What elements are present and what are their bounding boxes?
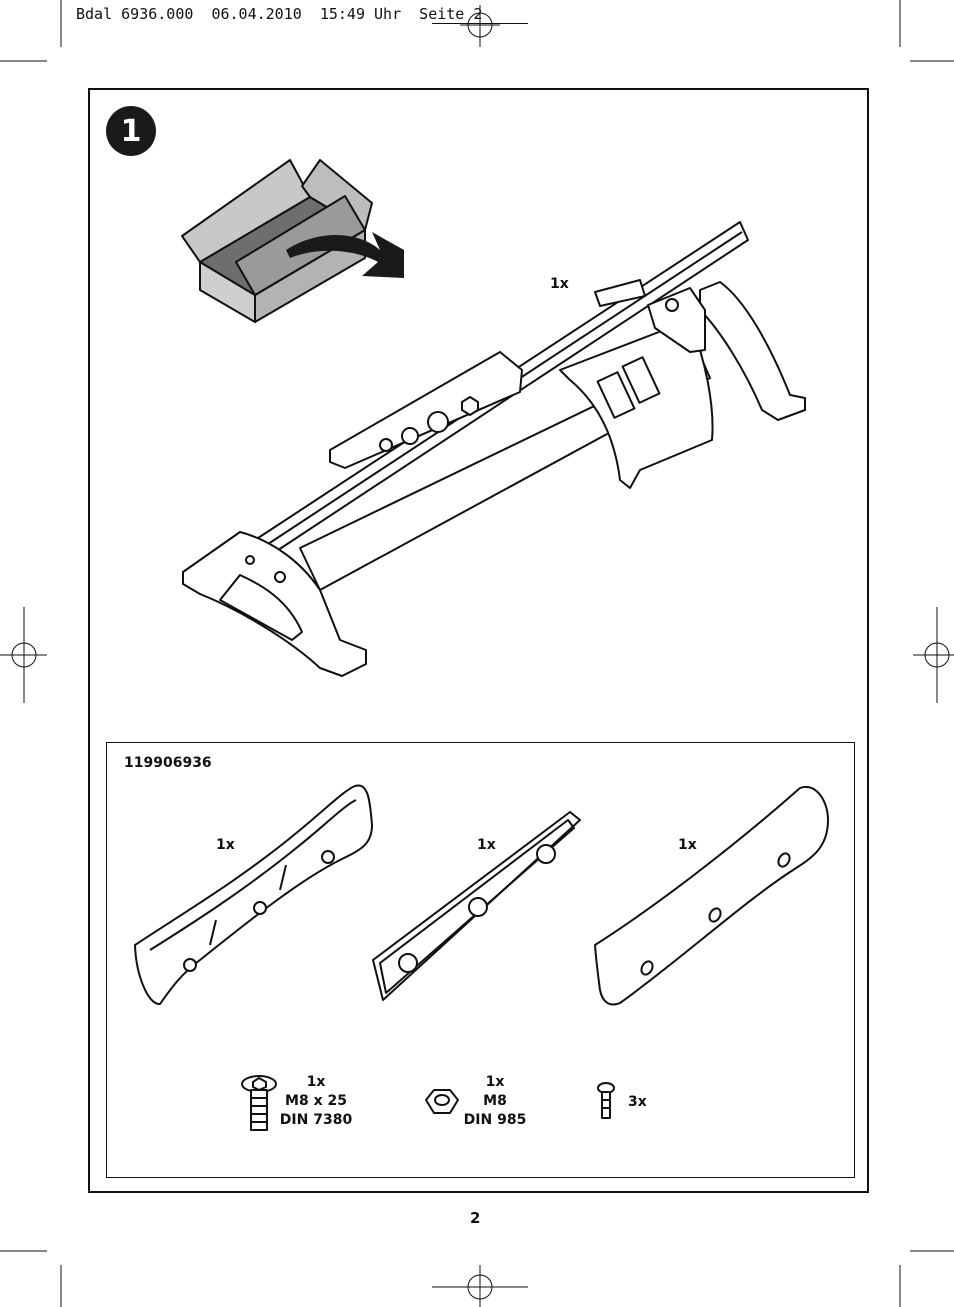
nut-spec: 1x M8 DIN 985 [458,1073,532,1130]
page-number: 2 [470,1209,481,1227]
part-qty-grip-cover: 1x [678,837,697,853]
nut-qty: 1x [485,1074,505,1090]
stand-assembly-illustration [182,221,806,677]
bolt-size: M8 x 25 [285,1093,347,1109]
part-qty-left-handle: 1x [216,837,235,853]
bolt-qty: 1x [306,1074,326,1090]
assembly-qty-label: 1x [550,276,569,292]
step-frame [88,88,869,1193]
nut-icon [425,1089,459,1114]
print-header: Bdal 6936.000 06.04.2010 15:49 Uhr Seite… [76,5,483,23]
bolt-icon [241,1075,277,1131]
bolt-standard: DIN 7380 [279,1112,353,1128]
step-number-badge: 1 [106,106,156,156]
left-handle-part [134,784,373,1005]
nut-standard: DIN 985 [463,1112,527,1128]
small-screw-icon [597,1082,615,1119]
parts-list-box [106,742,855,1178]
small-screw-qty: 3x [628,1094,647,1110]
bolt-spec: 1x M8 x 25 DIN 7380 [276,1073,356,1130]
arrow-icon [286,232,404,278]
grip-cover-part [594,785,829,1006]
part-qty-flat-bar: 1x [477,837,496,853]
flat-bar-part [372,811,581,1001]
part-number-code: 119906936 [124,755,212,771]
nut-size: M8 [483,1093,507,1109]
